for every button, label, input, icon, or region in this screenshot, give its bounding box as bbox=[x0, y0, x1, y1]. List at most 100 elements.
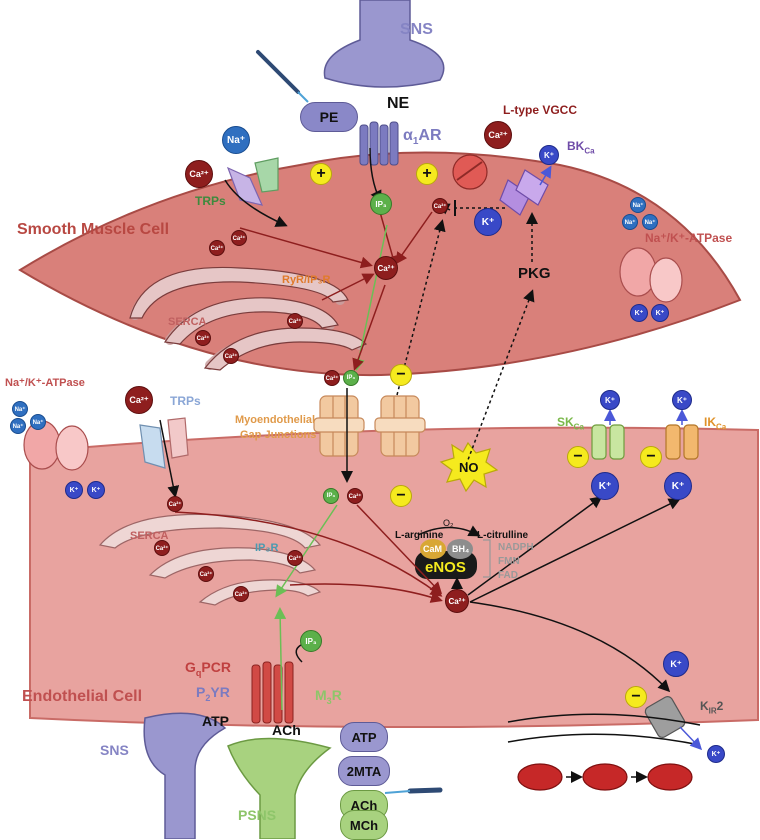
na-ion-right-2: Na⁺ bbox=[622, 214, 638, 230]
o2-label: O₂ bbox=[443, 518, 454, 528]
k-ion-atpase-left-1: K⁺ bbox=[65, 481, 83, 499]
na-ion-right-3: Na⁺ bbox=[642, 214, 658, 230]
sns-bottom-terminal bbox=[143, 712, 227, 839]
ca-ion-smc-center: Ca²⁺ bbox=[374, 256, 398, 280]
ca-ion-smc-sr-5: Ca²⁺ bbox=[223, 348, 239, 364]
na-ion-left-1: Na⁺ bbox=[12, 401, 28, 417]
enos-complex bbox=[415, 539, 491, 579]
atp-released-label: ATP bbox=[202, 713, 229, 729]
ltype-vgcc-channel bbox=[452, 154, 488, 190]
ca-ion-ec-1: Ca²⁺ bbox=[167, 496, 183, 512]
l-arginine-label: L-arginine bbox=[395, 530, 444, 541]
pipette-bottom bbox=[407, 787, 443, 794]
k-ion-ikca-in: K⁺ bbox=[664, 472, 692, 500]
ip3r-ec-label: IP₃R bbox=[255, 542, 279, 554]
trps-ec-channel bbox=[139, 417, 189, 469]
ca-ion-smc-sr-2: Ca²⁺ bbox=[231, 230, 247, 246]
m3r-label: M3R bbox=[315, 687, 342, 706]
ltype-vgcc-label: L-type VGCC bbox=[503, 103, 578, 117]
trps-ec-label: TRPs bbox=[170, 394, 201, 408]
ca-ion-gap-smc: Ca²⁺ bbox=[324, 370, 340, 386]
k-ion-atpase-left-2: K⁺ bbox=[87, 481, 105, 499]
k-ion-kir-in: K⁺ bbox=[663, 651, 689, 677]
ca-ion-smc-sr-1: Ca²⁺ bbox=[209, 240, 225, 256]
alpha1ar-receptor bbox=[359, 121, 399, 166]
trps-smc-channel bbox=[226, 157, 279, 206]
sns-top-label: SNS bbox=[400, 21, 433, 38]
skca-channel bbox=[591, 424, 625, 460]
ca-ion-ec-center: Ca²⁺ bbox=[445, 589, 469, 613]
k-ion-ikca-out: K⁺ bbox=[672, 390, 692, 410]
blood-flow-lines bbox=[507, 713, 701, 746]
ca-ion-ec-er-3: Ca²⁺ bbox=[233, 586, 249, 602]
k-ion-atpase-right-2: K⁺ bbox=[651, 304, 669, 322]
myoendothelial-label-1: Myoendothelial bbox=[235, 414, 316, 426]
red-blood-cells bbox=[517, 763, 693, 791]
no-label: NO bbox=[459, 460, 479, 475]
alpha1ar-label: α1AR bbox=[403, 127, 442, 148]
pe-label: PE bbox=[319, 109, 339, 125]
ip3-ion-gap-ec: IP₃ bbox=[323, 488, 339, 504]
na-ion-right-1: Na⁺ bbox=[630, 197, 646, 213]
minus-sign-skca: − bbox=[567, 446, 589, 468]
agonist-2mta: 2MTA bbox=[338, 756, 390, 786]
fad-label: FAD bbox=[498, 570, 518, 581]
na-k-atpase-right-label: Na⁺/K⁺-ATPase bbox=[645, 231, 733, 245]
k-ion-bkca: K⁺ bbox=[539, 145, 559, 165]
l-citrulline-label: L-citrulline bbox=[477, 530, 529, 541]
sns-top-terminal bbox=[323, 0, 445, 88]
skca-label: SKCa bbox=[557, 415, 584, 432]
minus-sign-gap-bottom: − bbox=[390, 485, 412, 507]
psns-label: PSNS bbox=[238, 807, 277, 823]
minus-sign-ikca: − bbox=[640, 446, 662, 468]
ca-ion-ec-trps: Ca²⁺ bbox=[125, 386, 153, 414]
gqpcr-label: GqPCR bbox=[185, 659, 231, 678]
ca-ion-smc-trps: Ca²⁺ bbox=[185, 160, 213, 188]
k-ion-skca-out: K⁺ bbox=[600, 390, 620, 410]
ryr-ip3r-label: RyR/IP₃R bbox=[282, 274, 331, 286]
ca-ion-vgcc: Ca²⁺ bbox=[484, 121, 512, 149]
k-ion-skca-in: K⁺ bbox=[591, 472, 619, 500]
ikca-label: IKCa bbox=[704, 415, 727, 432]
smooth-muscle-cell-label: Smooth Muscle Cell bbox=[17, 221, 170, 238]
trps-smc-label: TRPs bbox=[195, 194, 226, 208]
na-ion-left-3: Na⁺ bbox=[30, 414, 46, 430]
na-ion-left-2: Na⁺ bbox=[10, 418, 26, 434]
pipette-top-tip bbox=[297, 91, 309, 103]
endothelial-cell-body bbox=[29, 426, 759, 729]
ip3-ion-smc: IP₃ bbox=[370, 193, 392, 215]
p2yr-label: P2YR bbox=[196, 684, 230, 703]
pipette-top bbox=[256, 50, 300, 94]
serca-ec-label: SERCA bbox=[130, 530, 169, 542]
na-k-atpase-right bbox=[619, 247, 683, 303]
smc-sr-outline bbox=[129, 266, 368, 371]
gqpcr-receptor bbox=[251, 661, 294, 724]
psns-terminal bbox=[227, 737, 332, 839]
fmn-label: FMN bbox=[498, 556, 520, 567]
na-ion-smc: Na⁺ bbox=[222, 126, 250, 154]
sns-bottom-label: SNS bbox=[100, 742, 129, 758]
bkca-label: BKCa bbox=[567, 139, 595, 156]
ca-ion-smc-sr-3: Ca²⁺ bbox=[287, 313, 303, 329]
k-ion-atpase-right-1: K⁺ bbox=[630, 304, 648, 322]
k-ion-smc-inside: K⁺ bbox=[474, 208, 502, 236]
na-k-atpase-left bbox=[23, 420, 89, 471]
ne-label: NE bbox=[387, 95, 410, 112]
pkg-label: PKG bbox=[518, 265, 551, 282]
k-ion-kir-out: K⁺ bbox=[707, 745, 725, 763]
enos-label: eNOS bbox=[425, 559, 466, 576]
cam-label: CaM bbox=[423, 544, 443, 554]
pipette-bottom-tip bbox=[384, 790, 411, 794]
signal-arrows bbox=[159, 147, 703, 751]
ca-ion-smc-vgcc-inside: Ca²⁺ bbox=[432, 198, 448, 214]
minus-sign-gap-top: − bbox=[390, 364, 412, 386]
ca-ion-ec-er-1: Ca²⁺ bbox=[154, 540, 170, 556]
dashed-arrows bbox=[396, 207, 538, 466]
agonist-atp: ATP bbox=[340, 722, 388, 752]
nadph-label: NADPH bbox=[498, 542, 534, 553]
minus-sign-kir: − bbox=[625, 686, 647, 708]
plus-sign-vgcc: + bbox=[416, 163, 438, 185]
ikca-channel bbox=[665, 424, 699, 460]
bh4-label: BH₄ bbox=[452, 544, 470, 554]
